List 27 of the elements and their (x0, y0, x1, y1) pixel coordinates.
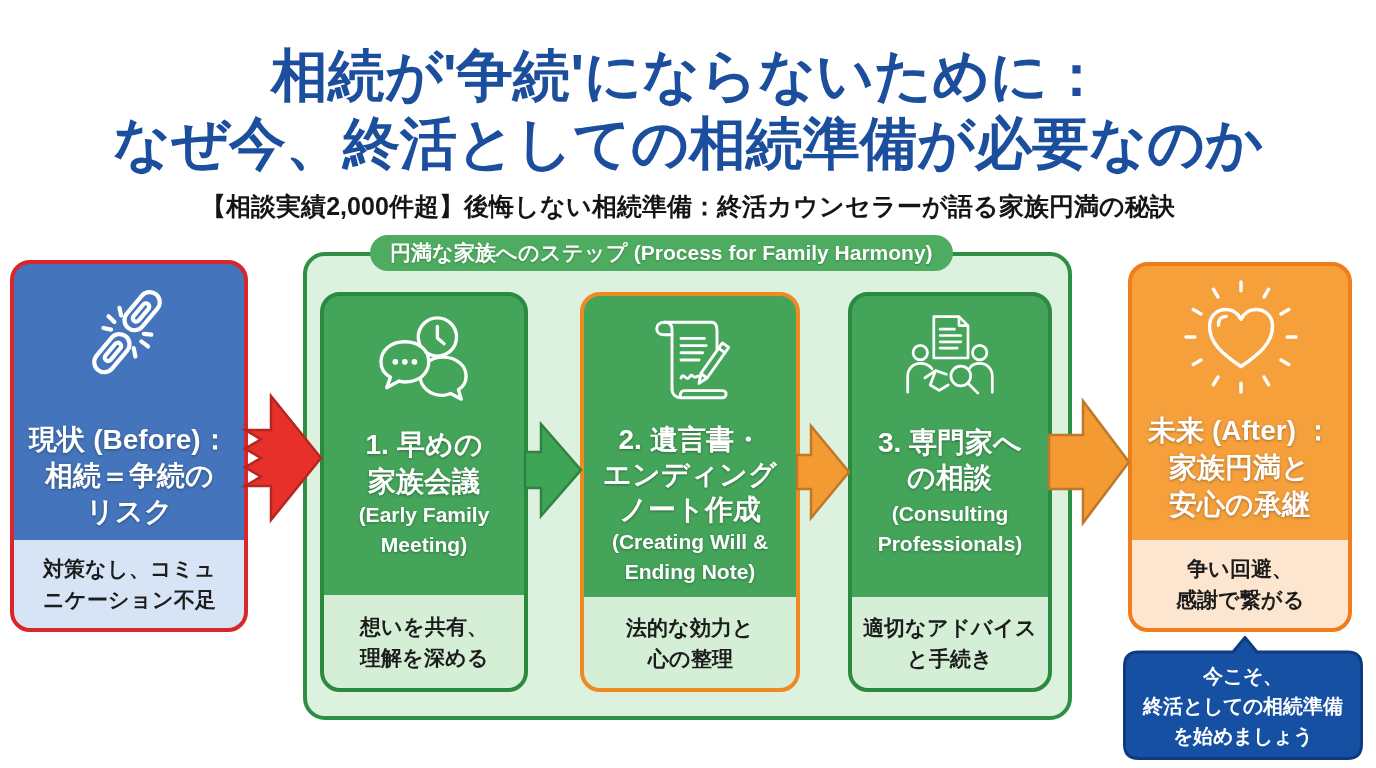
block-arrow (240, 392, 323, 524)
step-group-heading: 円満な家族へのステップ (Process for Family Harmony) (370, 235, 953, 271)
main-title: 相続が'争続'にならないために：なぜ今、終活としての相続準備が必要なのか (113, 42, 1263, 177)
card-subtitle: (Creating Will & Ending Note) (611, 529, 769, 585)
block-arrow (795, 422, 851, 522)
card-description: 争い回避、感謝で繋がる (1175, 556, 1305, 613)
card-subtitle: (Early Family Meeting) (358, 502, 490, 558)
callout-text: 今こそ、終活としての相続準備を始めましょう (1143, 664, 1343, 749)
card-description: 想いを共有、理解を深める (359, 613, 489, 671)
step-card (320, 292, 528, 692)
card-subtitle: (Consulting Professionals) (877, 501, 1023, 557)
card-description: 対策なし、コミュニケーション不足 (42, 556, 216, 613)
card-title: 現状 (Before)：相続＝争続のリスク (29, 423, 229, 529)
block-arrow (1047, 397, 1131, 527)
card-description: 適切なアドバイスと手続き (863, 614, 1037, 672)
card-title: 1. 早めの家族会議 (365, 428, 483, 499)
step-card (580, 292, 800, 692)
callout-bubble (1123, 636, 1363, 760)
card-title: 3. 専門家への相談 (877, 426, 1023, 495)
card-description: 法的な効力と心の整理 (626, 614, 754, 672)
outcome-card (1128, 262, 1352, 632)
subtitle: 【相談実績2,000件超】後悔しない相続準備：終活カウンセラーが語る家族円満の秘訣 (201, 191, 1175, 222)
card-title: 2. 遺言書・エンディングノート作成 (603, 423, 777, 527)
step-card (848, 292, 1052, 692)
status-card (10, 260, 248, 632)
block-arrow (523, 420, 583, 520)
card-title: 未来 (After) ：家族円満と安心の承継 (1148, 414, 1332, 522)
